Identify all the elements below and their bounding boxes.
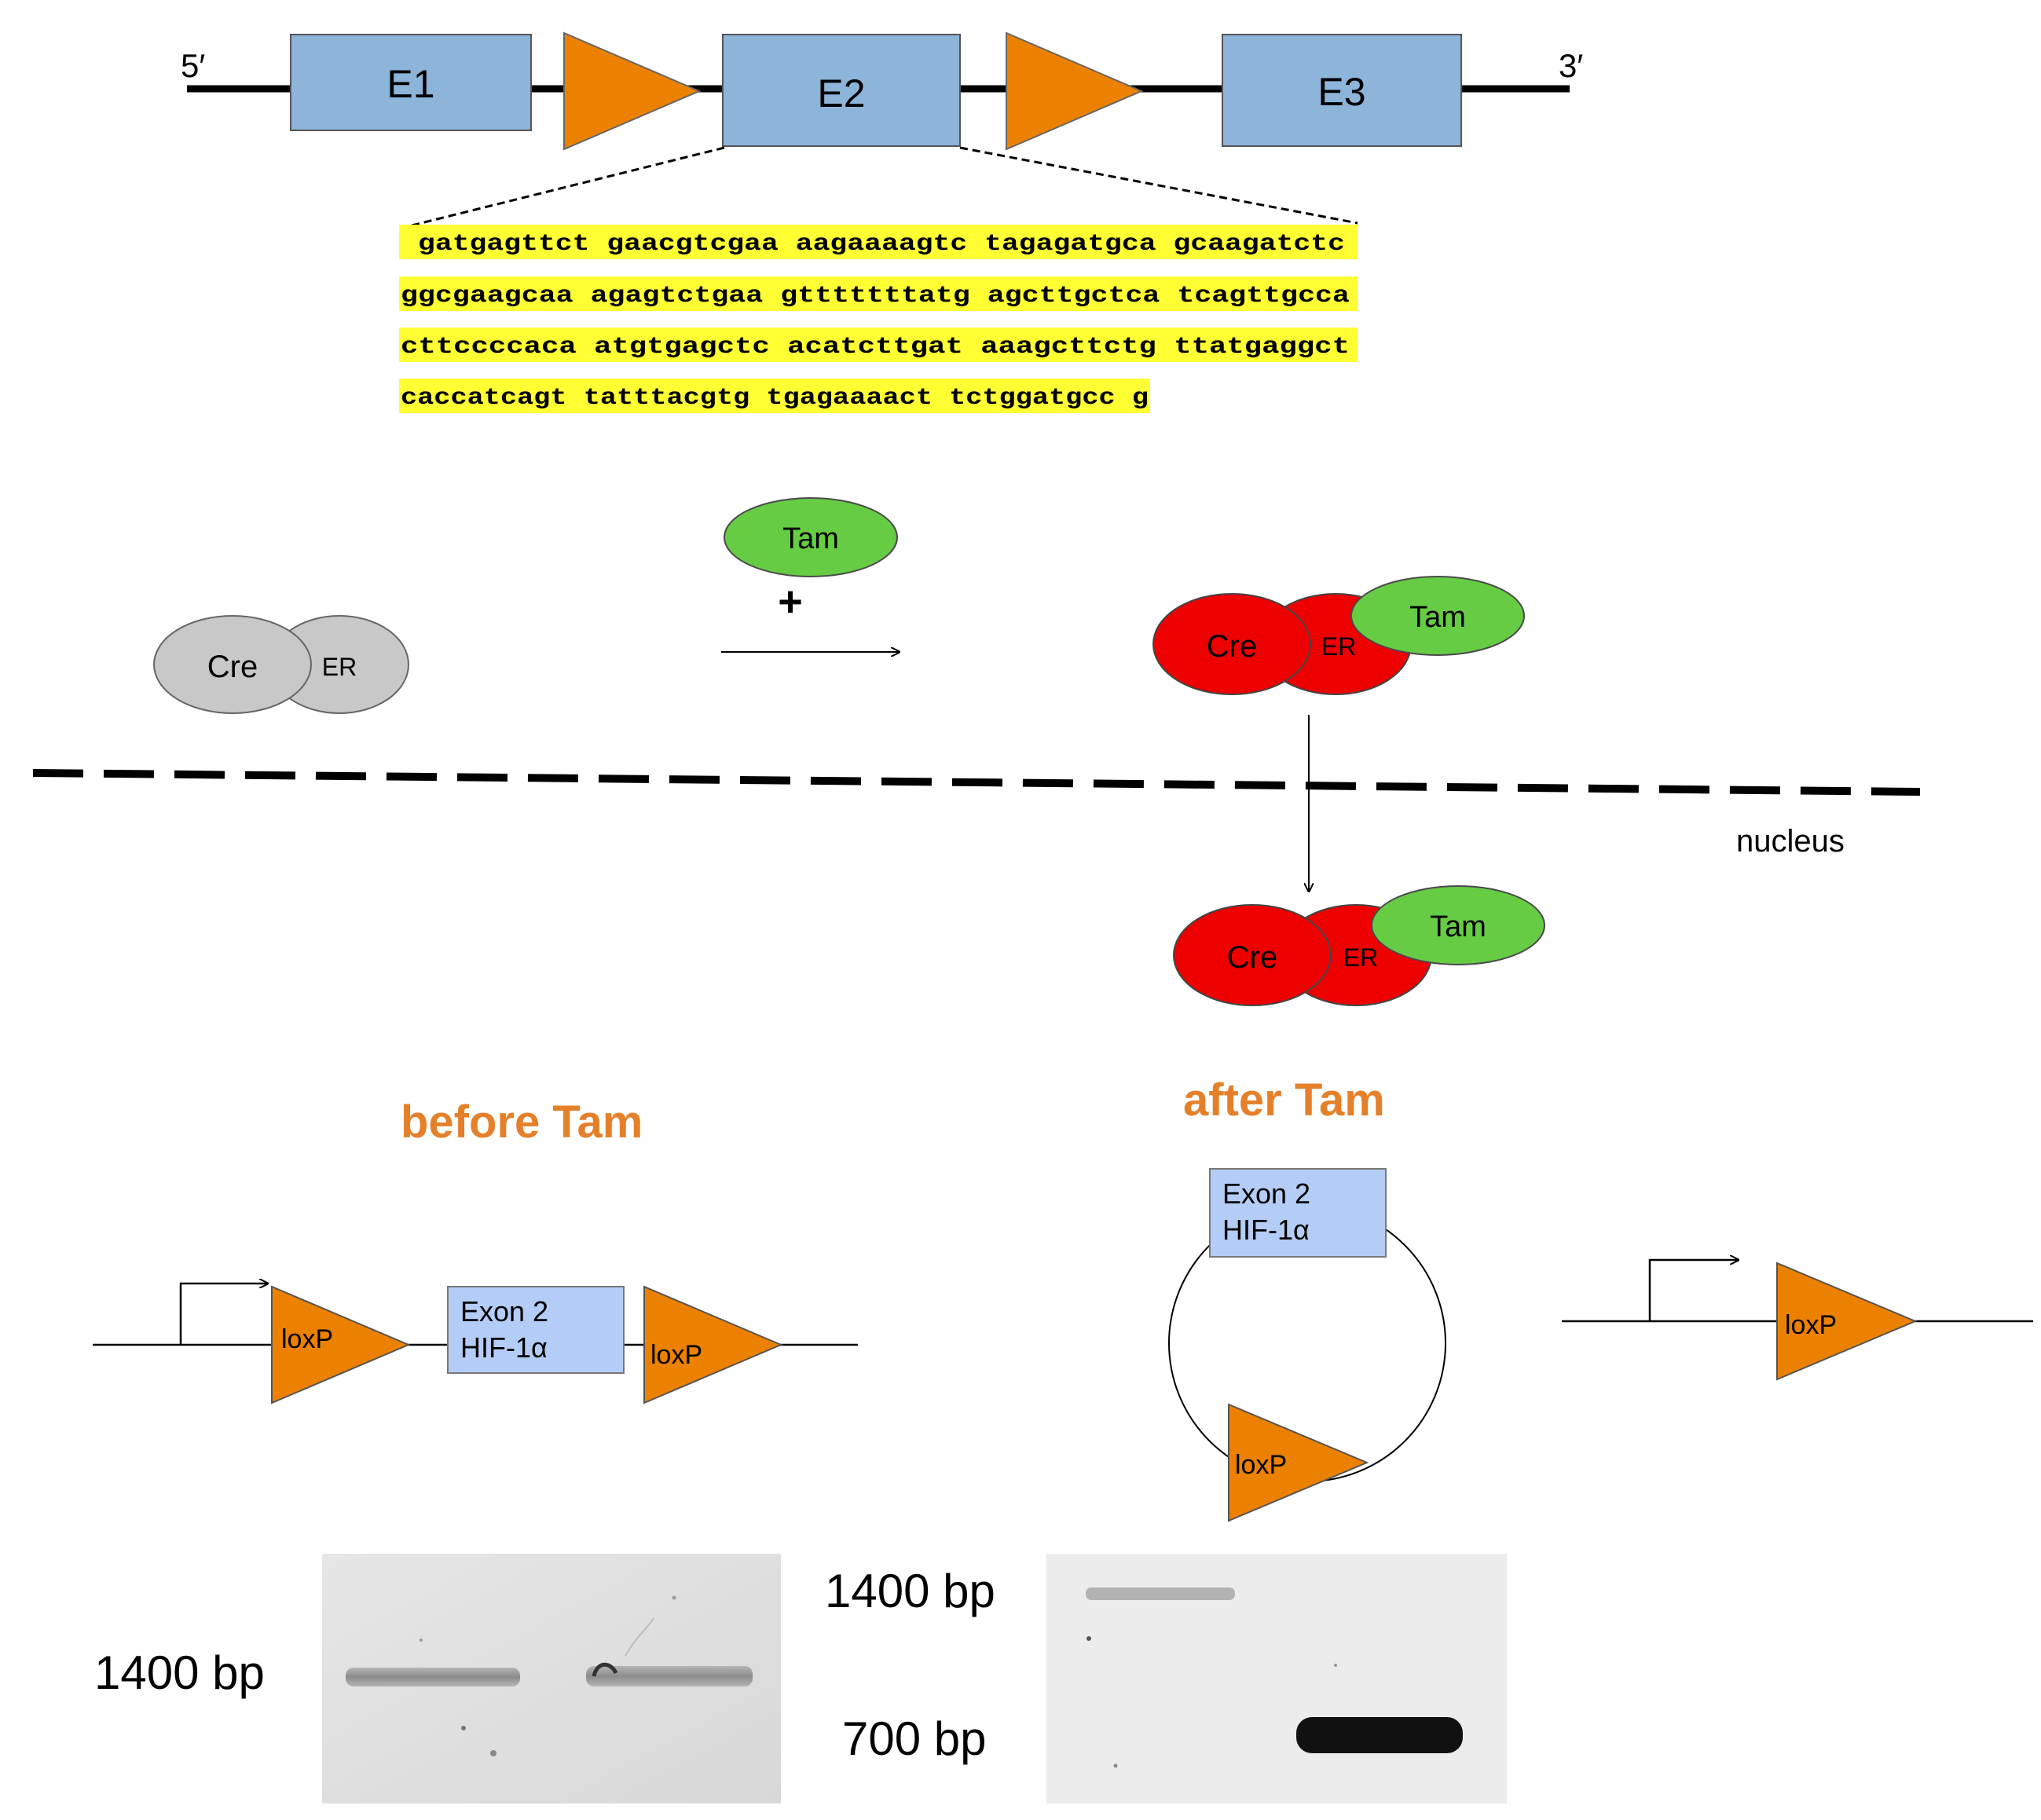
gel-right-speck-2: [1113, 1763, 1118, 1768]
nuclear-membrane: [32, 769, 1921, 796]
after-exon2-box: [1209, 1168, 1387, 1258]
loxp-triangle-2: [1006, 31, 1144, 151]
inactive-cre-er: Cre ER: [153, 615, 409, 714]
after-exon2-label-2: HIF-1α: [1222, 1214, 1310, 1246]
gel-right: [1046, 1554, 1507, 1804]
after-tam-title: after Tam: [1183, 1075, 1385, 1126]
active-cre-er-tam-cytoplasm: Cre ER Tam: [1152, 576, 1525, 695]
tam-ellipse-bound-1: [1350, 576, 1525, 656]
gel-right-speck-3: [1334, 1664, 1337, 1667]
er-label-active-1: ER: [1321, 632, 1356, 661]
before-loxp-label-1: loxP: [281, 1324, 333, 1354]
before-promoter-arrow: [179, 1284, 267, 1345]
gel-right-speck-1: [1086, 1636, 1091, 1641]
gel-left-artifact: [592, 1662, 618, 1677]
three-prime-label: 3′: [1559, 47, 1583, 84]
before-loxp-triangle-1: [271, 1285, 411, 1404]
exon-e1-label: E1: [387, 62, 434, 106]
before-exon2-box: [447, 1286, 625, 1374]
sequence-line-4: caccatcagt tatttacgtg tgagaaaact tctggat…: [401, 385, 1149, 412]
before-tam-construct: loxP Exon 2 HIF-1α loxP: [93, 1284, 858, 1404]
cre-label-active-2: Cre: [1227, 940, 1277, 975]
after-loxp-label-circle: loxP: [1235, 1450, 1287, 1480]
before-tam-title: before Tam: [401, 1097, 643, 1148]
sequence-line-2: ggcgaagcaa agagtctgaa gtttttttatg agcttg…: [401, 283, 1350, 309]
exon-e3-label: E3: [1317, 70, 1365, 114]
gel-left-band-lane-1: [346, 1668, 520, 1686]
gel-right-band-700: [1296, 1717, 1463, 1753]
cre-label-inactive: Cre: [207, 650, 258, 684]
tam-ellipse-bound-2: [1371, 885, 1545, 965]
gel-left-scratch: [625, 1617, 654, 1657]
gene-schematic: 5′ 3′ E1 E2 E3: [181, 31, 1583, 228]
after-exon2-label-1: Exon 2: [1222, 1177, 1310, 1210]
plus-sign: +: [778, 578, 803, 625]
exon-e1-box: [290, 34, 532, 131]
sequence-highlight-2: [399, 276, 1358, 311]
gel-right-band-1400: [1086, 1587, 1235, 1600]
tam-label-bound-2: Tam: [1430, 910, 1486, 943]
after-loxp-triangle-circle: [1228, 1403, 1369, 1522]
gel-left-band-lane-2: [586, 1666, 753, 1686]
cre-ellipse-active-2: [1173, 904, 1332, 1006]
five-prime-label: 5′: [181, 47, 205, 84]
before-loxp-triangle-2: [643, 1285, 783, 1404]
zoom-line-right: [959, 146, 1358, 225]
after-promoter-arrow: [1648, 1260, 1738, 1321]
sequence-line-3: cttccccaca atgtgagctc acatcttgat aaagctt…: [401, 334, 1350, 361]
exon-e2-label: E2: [817, 71, 865, 115]
gel-left-speck-4: [420, 1639, 423, 1642]
loxp-triangle-1: [563, 31, 702, 151]
tam-label-free: Tam: [782, 522, 839, 555]
exon-e2-box: [722, 34, 961, 147]
gel-left: [322, 1554, 781, 1804]
sequence-line-1: gatgagttct gaacgtcgaa aagaaaagtc tagagat…: [418, 231, 1345, 258]
tamoxifen-addition: Tam +: [721, 497, 899, 652]
after-tam-recombined-allele: loxP: [1562, 1260, 2033, 1381]
gel-left-speck-3: [672, 1595, 676, 1600]
gel-left-marker-label: 1400 bp: [94, 1646, 265, 1699]
after-loxp-label-allele: loxP: [1785, 1310, 1837, 1340]
before-loxp-label-2: loxP: [650, 1340, 702, 1370]
sequence-highlight-3: [399, 328, 1358, 362]
gel-right-marker-700: 700 bp: [842, 1712, 987, 1765]
cre-ellipse-inactive: [153, 615, 312, 714]
cre-label-active-1: Cre: [1207, 629, 1257, 664]
sequence-highlight-1: [399, 225, 1358, 259]
tam-ellipse-free: [724, 497, 898, 577]
gel-left-speck-2: [490, 1750, 497, 1756]
after-loxp-triangle-allele: [1776, 1262, 1918, 1381]
before-exon2-label-1: Exon 2: [460, 1295, 548, 1327]
before-exon2-label-2: HIF-1α: [460, 1331, 548, 1364]
tam-label-bound-1: Tam: [1409, 601, 1466, 634]
after-tam-excised-circle: Exon 2 HIF-1α loxP: [1168, 1168, 1446, 1522]
gel-left-speck-1: [461, 1726, 466, 1730]
zoom-line-left: [408, 146, 725, 228]
er-label-active-2: ER: [1343, 943, 1378, 972]
exon2-sequence: gatgagttct gaacgtcgaa aagaaaagtc tagagat…: [399, 225, 1358, 413]
exon-e3-box: [1222, 34, 1462, 147]
sequence-highlight-4: [399, 379, 1150, 413]
gel-right-marker-1400: 1400 bp: [825, 1565, 995, 1617]
nucleus-label: nucleus: [1736, 824, 1845, 859]
er-label-inactive: ER: [322, 653, 357, 681]
cre-ellipse-active-1: [1152, 593, 1311, 695]
active-cre-er-tam-nucleus: Cre ER Tam: [1173, 885, 1545, 1006]
